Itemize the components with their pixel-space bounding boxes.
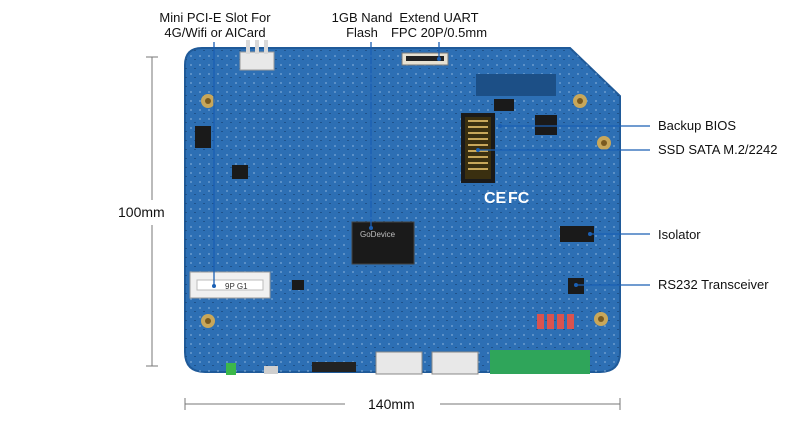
fc-mark: FC	[508, 190, 530, 207]
isolator-chip	[560, 226, 594, 242]
dimension-lines	[146, 56, 621, 410]
main-chip	[351, 221, 415, 265]
callout-isolator: Isolator	[658, 227, 701, 242]
callout-lines	[213, 42, 650, 286]
bottom-connector-left	[226, 363, 236, 375]
callout-uart-line1: Extend UART	[399, 10, 479, 25]
ce-mark: CE	[484, 190, 507, 207]
bottom-connector-1	[312, 362, 356, 372]
callout-uart-line2: FPC 20P/0.5mm	[390, 25, 488, 40]
mounting-holes	[201, 94, 611, 328]
pin-header	[476, 74, 556, 96]
callout-mini-pcie-line1: Mini PCI-E Slot For	[159, 10, 271, 25]
height-dimension: 100mm	[118, 204, 165, 220]
callout-nand-line1: 1GB Nand	[331, 10, 393, 25]
callout-nand-line2: Flash	[346, 25, 378, 40]
callout-rs232: RS232 Transceiver	[658, 277, 769, 292]
callout-uart: Extend UART FPC 20P/0.5mm	[388, 10, 490, 40]
slot-text: 9P G1	[225, 282, 248, 291]
callout-nand: 1GB Nand Flash	[322, 10, 402, 40]
callout-backup-bios: Backup BIOS	[658, 118, 737, 133]
ethernet-port-1	[375, 351, 423, 375]
callout-ssd: SSD SATA M.2/2242	[658, 142, 778, 157]
backup-bios-chip	[494, 99, 514, 111]
top-connector	[239, 51, 275, 71]
chip-label: GoDevice	[360, 230, 396, 239]
green-terminal	[490, 350, 590, 374]
width-dimension: 140mm	[368, 396, 415, 412]
callout-mini-pcie-line2: 4G/Wifi or AICard	[164, 25, 266, 40]
red-components	[537, 314, 574, 329]
ethernet-port-2	[431, 351, 479, 375]
callout-mini-pcie: Mini PCI-E Slot For 4G/Wifi or AICard	[145, 10, 285, 40]
